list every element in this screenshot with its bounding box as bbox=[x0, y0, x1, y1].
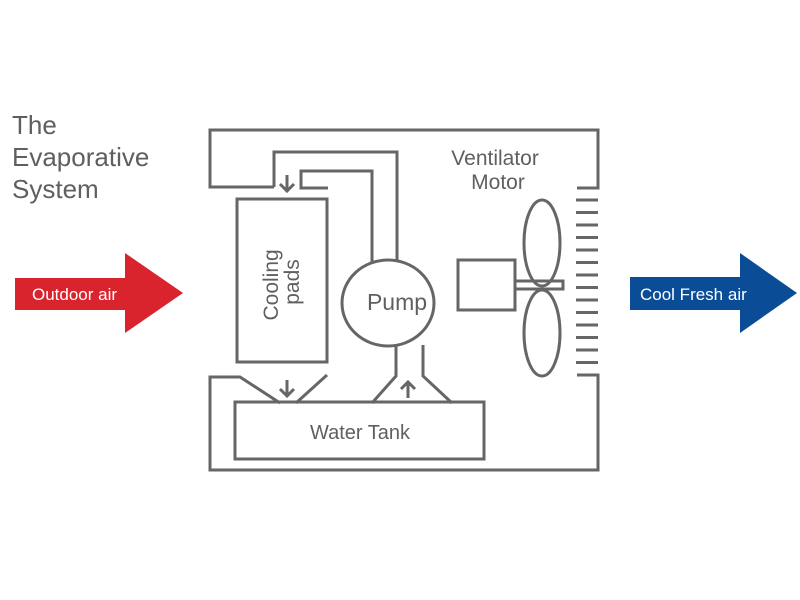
cooling-pads-label: Cooling pads bbox=[260, 243, 304, 320]
cooling-pads-label-line-2: pads bbox=[281, 259, 304, 305]
outdoor-air-arrow-shape bbox=[15, 253, 183, 333]
pads-drain-funnel bbox=[278, 373, 329, 405]
up-arrow-icon bbox=[399, 379, 417, 391]
ventilator-motor bbox=[456, 198, 565, 378]
water-tank: Water Tank bbox=[233, 400, 486, 461]
supply-pipe-inner bbox=[299, 169, 374, 262]
housing-outline bbox=[208, 128, 600, 472]
pump-body bbox=[340, 258, 436, 348]
pump-tank-connector bbox=[370, 345, 454, 405]
fan-blade-top bbox=[522, 198, 562, 288]
water-tank-label: Water Tank bbox=[310, 422, 411, 444]
title-line-3: System bbox=[12, 174, 99, 204]
ventilator-motor-label-line-2: Motor bbox=[471, 171, 525, 194]
cool-fresh-air-arrow-shape bbox=[630, 253, 797, 333]
cool-fresh-air-label: Cool Fresh air bbox=[640, 285, 747, 304]
pump: Pump bbox=[340, 258, 436, 348]
down-arrow-icon bbox=[278, 387, 296, 399]
ventilator-motor-label-line-1: Ventilator bbox=[451, 147, 539, 170]
outdoor-air-label: Outdoor air bbox=[32, 285, 117, 304]
down-arrow-icon bbox=[278, 175, 296, 194]
housing-top-wall bbox=[208, 128, 600, 190]
outlet-grille bbox=[576, 198, 598, 364]
cooling-pads-box bbox=[235, 197, 329, 364]
cool-fresh-air-arrow: Cool Fresh air bbox=[630, 253, 797, 333]
outdoor-air-arrow: Outdoor air bbox=[15, 253, 183, 333]
title-line-2: Evaporative bbox=[12, 142, 149, 172]
ventilator-motor-label: Ventilator Motor bbox=[451, 147, 544, 194]
water-tank-box bbox=[233, 400, 486, 461]
fan-blade-bottom bbox=[522, 288, 562, 378]
cooling-pads: Cooling pads bbox=[235, 197, 329, 364]
motor-box bbox=[456, 258, 517, 312]
title-line-1: The bbox=[12, 110, 57, 140]
housing-bottom-wall bbox=[208, 373, 600, 472]
diagram-title: The Evaporative System bbox=[12, 110, 157, 204]
supply-pipe-outer bbox=[272, 150, 399, 262]
cooling-pads-label-line-1: Cooling bbox=[260, 249, 283, 320]
pump-label: Pump bbox=[367, 289, 427, 315]
